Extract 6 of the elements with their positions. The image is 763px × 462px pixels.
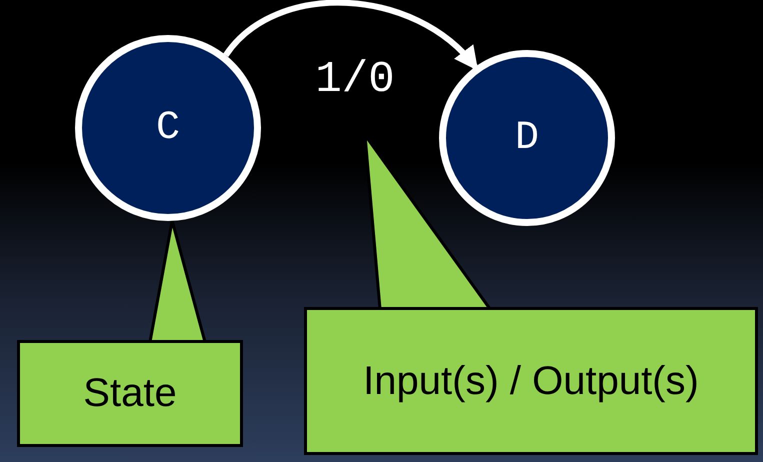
- state-name: C: [156, 106, 180, 150]
- callout-text: State: [83, 371, 177, 416]
- transition-arrow: [224, 0, 478, 70]
- edge-label: 1/0: [315, 55, 395, 105]
- state-name: D: [514, 116, 539, 160]
- callout-text: Input(s) / Output(s): [363, 358, 699, 404]
